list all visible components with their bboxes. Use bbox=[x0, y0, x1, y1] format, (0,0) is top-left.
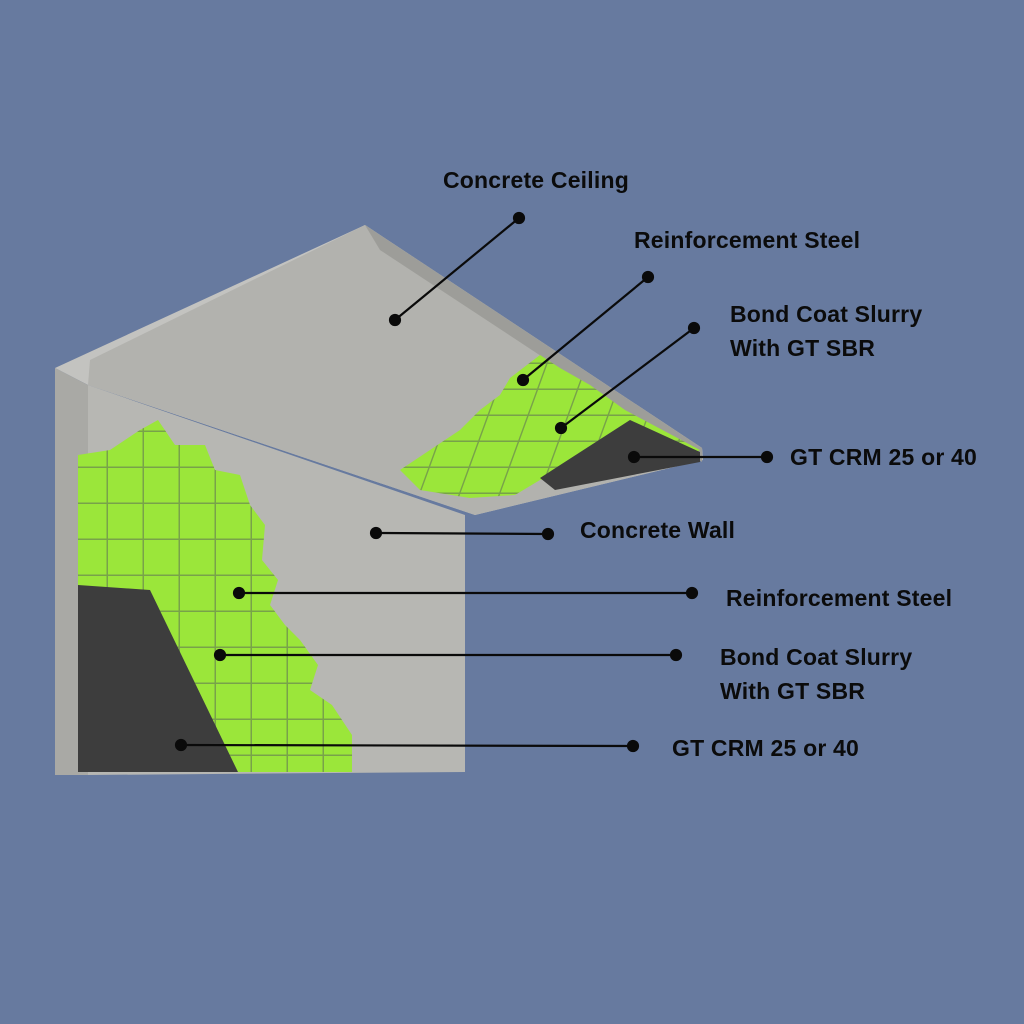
leader-dot-wall-crm-end bbox=[628, 741, 638, 751]
label-ceiling-reinforcement-steel: Reinforcement Steel bbox=[634, 223, 860, 257]
leader-dot-ceiling-crm-start bbox=[629, 452, 639, 462]
leader-dot-wall-end bbox=[543, 529, 553, 539]
label-wall-bond-coat: Bond Coat Slurry With GT SBR bbox=[720, 640, 912, 708]
leader-dot-ceiling-start bbox=[390, 315, 400, 325]
label-ceiling-bond-coat: Bond Coat Slurry With GT SBR bbox=[730, 297, 922, 365]
leader-dot-ceiling-end bbox=[514, 213, 524, 223]
label-wall-crm-text: GT CRM 25 or 40 bbox=[672, 731, 859, 765]
label-wall-reinforcement-steel-text: Reinforcement Steel bbox=[726, 581, 952, 615]
leader-dot-ceiling-crm-end bbox=[762, 452, 772, 462]
leader-dot-wall-start bbox=[371, 528, 381, 538]
leader-dot-wall-crm-start bbox=[176, 740, 186, 750]
label-ceiling-reinforcement-steel-text: Reinforcement Steel bbox=[634, 223, 860, 257]
label-concrete-ceiling: Concrete Ceiling bbox=[443, 163, 629, 197]
label-wall-crm: GT CRM 25 or 40 bbox=[672, 731, 859, 765]
leader-dot-ceiling-steel-end bbox=[643, 272, 653, 282]
leader-line-wall-crm bbox=[181, 745, 633, 746]
label-wall-bond-coat-line1: Bond Coat Slurry bbox=[720, 640, 912, 674]
leader-dot-wall-bond-end bbox=[671, 650, 681, 660]
leader-dot-wall-bond-start bbox=[215, 650, 225, 660]
leader-dot-wall-steel-start bbox=[234, 588, 244, 598]
label-ceiling-bond-coat-line2: With GT SBR bbox=[730, 331, 922, 365]
leader-dot-ceiling-bond-end bbox=[689, 323, 699, 333]
label-ceiling-bond-coat-line1: Bond Coat Slurry bbox=[730, 297, 922, 331]
leader-line-ceiling-steel bbox=[523, 277, 648, 380]
label-wall-bond-coat-line2: With GT SBR bbox=[720, 674, 912, 708]
label-wall-reinforcement-steel: Reinforcement Steel bbox=[726, 581, 952, 615]
label-concrete-wall-text: Concrete Wall bbox=[580, 513, 735, 547]
label-concrete-wall: Concrete Wall bbox=[580, 513, 735, 547]
label-concrete-ceiling-text: Concrete Ceiling bbox=[443, 163, 629, 197]
label-ceiling-crm-text: GT CRM 25 or 40 bbox=[790, 440, 977, 474]
leader-line-wall bbox=[376, 533, 548, 534]
leader-dot-wall-steel-end bbox=[687, 588, 697, 598]
leader-dot-ceiling-steel-start bbox=[518, 375, 528, 385]
leader-dot-ceiling-bond-start bbox=[556, 423, 566, 433]
label-ceiling-crm: GT CRM 25 or 40 bbox=[790, 440, 977, 474]
